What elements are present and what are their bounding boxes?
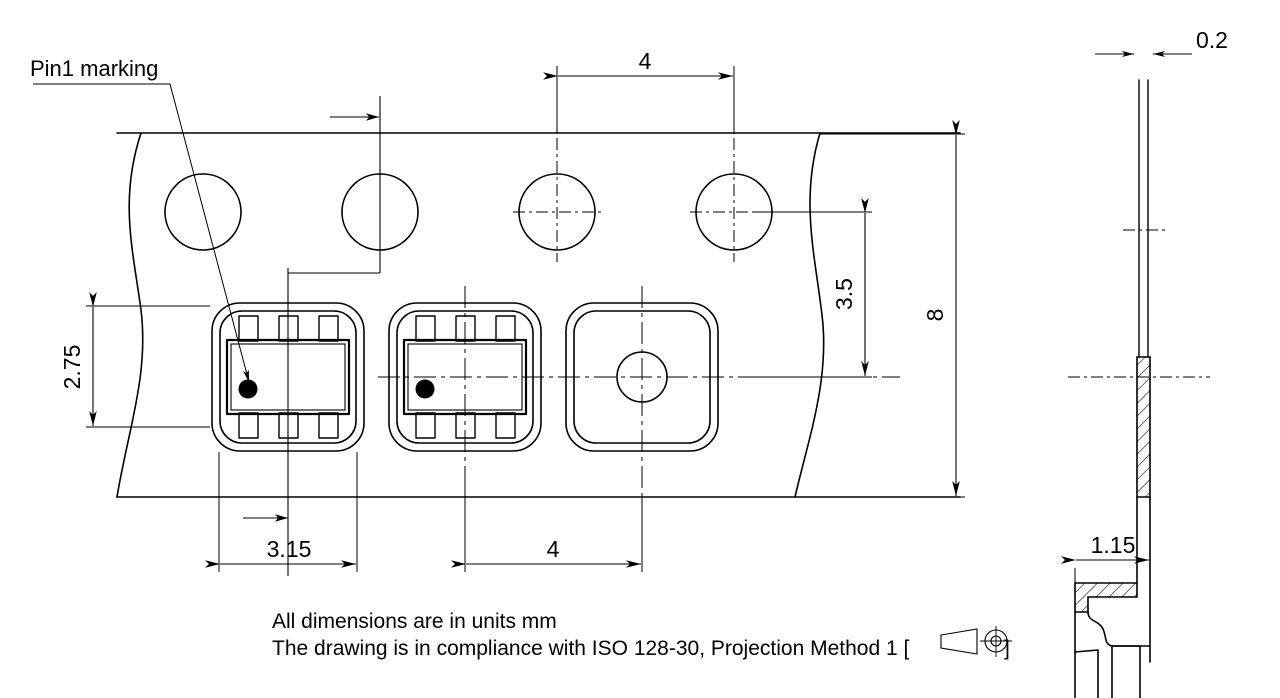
section-pocket-ledge-top xyxy=(1074,649,1099,653)
first-angle-projection-icon xyxy=(940,626,1012,657)
component-2-pin-4 xyxy=(415,315,436,342)
dim-cover-thickness-text: 0.2 xyxy=(1196,27,1228,53)
pin1-leader-line xyxy=(33,83,250,383)
dimension-bottom-pitch: 4 xyxy=(451,470,643,572)
note-line-1: All dimensions are in units mm xyxy=(272,610,557,633)
dimension-pocket-height: 2.75 xyxy=(59,292,210,428)
section-component-body xyxy=(1111,645,1141,698)
dim-top-pitch-text: 4 xyxy=(639,48,652,74)
component-1-pin-1 xyxy=(238,412,259,439)
top-view-carrier-tape: Pin1 marking xyxy=(30,56,961,576)
dim-tape-width-text: 8 xyxy=(922,309,948,322)
component-2-pin-3 xyxy=(495,412,516,439)
component-1-pin-4 xyxy=(238,315,259,342)
pin1-marking-label: Pin1 marking xyxy=(30,56,158,81)
left-break-line xyxy=(116,132,144,498)
dimension-top-pitch: 4 xyxy=(543,48,735,134)
right-break-line xyxy=(794,132,825,498)
dimension-pocket-offset: 3.15 xyxy=(205,452,358,572)
dim-bottom-pitch-text: 4 xyxy=(547,536,560,562)
projection-cone-icon xyxy=(940,628,978,655)
dim-pocket-depth-text: 1.15 xyxy=(1091,532,1136,558)
notes-block: All dimensions are in units mm The drawi… xyxy=(272,610,1012,660)
section-upper-s-wall xyxy=(1087,611,1113,647)
dimension-cover-thickness: 0.2 xyxy=(1095,27,1228,57)
section-upper-web xyxy=(1136,356,1151,498)
pin1-dot-icon-2 xyxy=(415,379,435,399)
dim-pocket-offset-text: 3.15 xyxy=(267,536,312,562)
dim-pocket-height-text: 2.75 xyxy=(59,345,85,390)
sprocket-hole-1 xyxy=(164,173,242,251)
component-1-pin-3 xyxy=(318,412,339,439)
dim-hole-to-center-text: 3.5 xyxy=(831,278,857,310)
dimension-tape-width: 8 xyxy=(796,120,965,498)
component-2-pin-1 xyxy=(415,412,436,439)
dimension-hole-to-center: 3.5 xyxy=(753,198,872,378)
component-2-pin-6 xyxy=(495,315,516,342)
dimension-pocket-depth: 1.15 xyxy=(1061,532,1151,698)
note-line-2-tail: ] xyxy=(1004,637,1010,660)
note-line-2: The drawing is in compliance with ISO 12… xyxy=(272,637,909,660)
pin1-dot-icon xyxy=(238,379,258,399)
component-1-pin-6 xyxy=(318,315,339,342)
